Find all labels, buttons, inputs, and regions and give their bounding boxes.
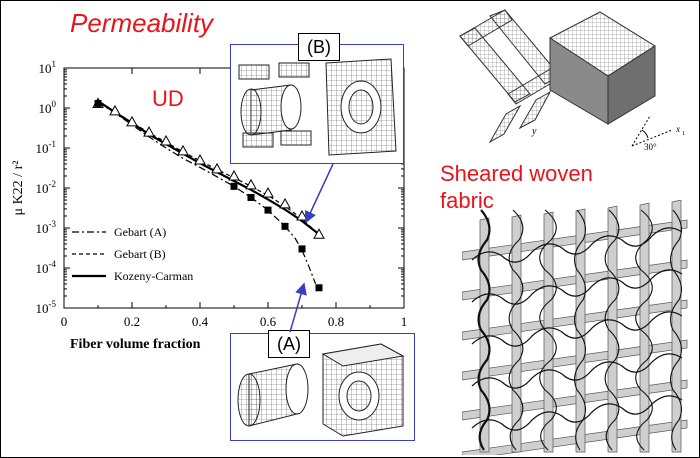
fiber-curve	[471, 311, 683, 347]
fiber-curve	[604, 209, 620, 451]
x-tick-label: 0.6	[260, 314, 277, 329]
triangle-point	[228, 169, 240, 181]
weft-band	[462, 419, 688, 455]
weft-band	[462, 339, 688, 381]
square-point	[94, 99, 102, 107]
angle-label: 30°	[644, 142, 657, 152]
woven-yarns	[459, 9, 561, 144]
ud-label: UD	[152, 86, 184, 111]
fiber-curve	[471, 395, 683, 431]
inset-a-mesh	[230, 333, 415, 441]
fiber-curve	[508, 209, 524, 451]
square-point	[230, 182, 238, 190]
axis-triad: x 1 30°	[631, 115, 685, 152]
y-tick-label: 10-4	[36, 259, 57, 276]
fiber-curve	[477, 209, 491, 451]
inset-a-label: (A)	[268, 330, 310, 358]
triangle-point	[194, 154, 206, 165]
woven-unit-cell-images: y x 1 30°	[459, 9, 685, 152]
sheared-label-line1: Sheared woven	[440, 161, 593, 186]
fiber-curve	[574, 209, 586, 451]
x-tick-label: 0.8	[328, 314, 344, 329]
sheared-fabric-drawing	[462, 200, 688, 455]
triangle-point	[143, 126, 155, 137]
x-axis-label: Fiber volume fraction	[70, 337, 201, 352]
y-tick-label: 10-1	[36, 139, 57, 156]
y-tick-label: 101	[39, 59, 57, 76]
x-tick-label: 0.2	[124, 314, 140, 329]
y-axis-letter: y	[531, 126, 537, 137]
square-point	[298, 245, 306, 253]
y-tick-label: 10-5	[36, 299, 57, 316]
y-tick-label: 10-3	[36, 219, 57, 236]
fiber-curve	[670, 209, 682, 451]
fiber-curve	[635, 209, 653, 451]
y-axis-label: μ K22 / r²	[11, 161, 26, 216]
weft-band	[462, 379, 688, 421]
square-point	[247, 193, 255, 201]
legend-label: Gebart (A)	[114, 225, 166, 239]
series-line-gebart-a-	[97, 101, 317, 285]
inset-b-mesh	[230, 44, 404, 164]
triangle-point	[211, 162, 223, 174]
triangle-point	[126, 115, 138, 127]
legend-label: Kozeny-Carman	[114, 269, 193, 283]
x-tick-label: 1	[401, 314, 408, 329]
meshed-block	[549, 11, 656, 125]
warp-band	[671, 200, 682, 453]
triangle-point	[313, 228, 325, 239]
weft-band	[462, 259, 688, 301]
square-point	[281, 222, 289, 230]
x-tick-label: 0.4	[192, 314, 209, 329]
inset-b-label: (B)	[298, 33, 340, 61]
triangle-point	[296, 209, 308, 221]
triangle-point	[160, 134, 172, 146]
x1-letter: x	[675, 124, 680, 134]
triangle-point	[245, 178, 257, 190]
x1-subscript: 1	[682, 131, 685, 137]
legend-label: Gebart (B)	[114, 247, 166, 261]
slide-title: Permeability	[70, 8, 214, 38]
y-tick-label: 100	[39, 99, 57, 116]
y-tick-label: 10-2	[36, 179, 57, 196]
fiber-curve	[471, 353, 683, 389]
triangle-point	[177, 144, 189, 156]
sheared-label-line2: fabric	[440, 188, 494, 213]
sheared-fabric-label: Sheared woven fabric	[440, 160, 593, 214]
mesh-a-drawing	[237, 343, 405, 437]
triangle-point	[279, 197, 291, 209]
fiber-curve	[471, 269, 683, 305]
triangle-point	[109, 104, 121, 116]
fiber-curve	[539, 209, 557, 451]
x-tick-label: 0	[61, 314, 68, 329]
triangle-point	[262, 186, 274, 198]
square-point	[264, 206, 272, 214]
mesh-b-drawing	[238, 58, 397, 156]
square-point	[315, 284, 323, 292]
fiber-curve	[471, 227, 683, 263]
warp-band	[543, 211, 554, 453]
